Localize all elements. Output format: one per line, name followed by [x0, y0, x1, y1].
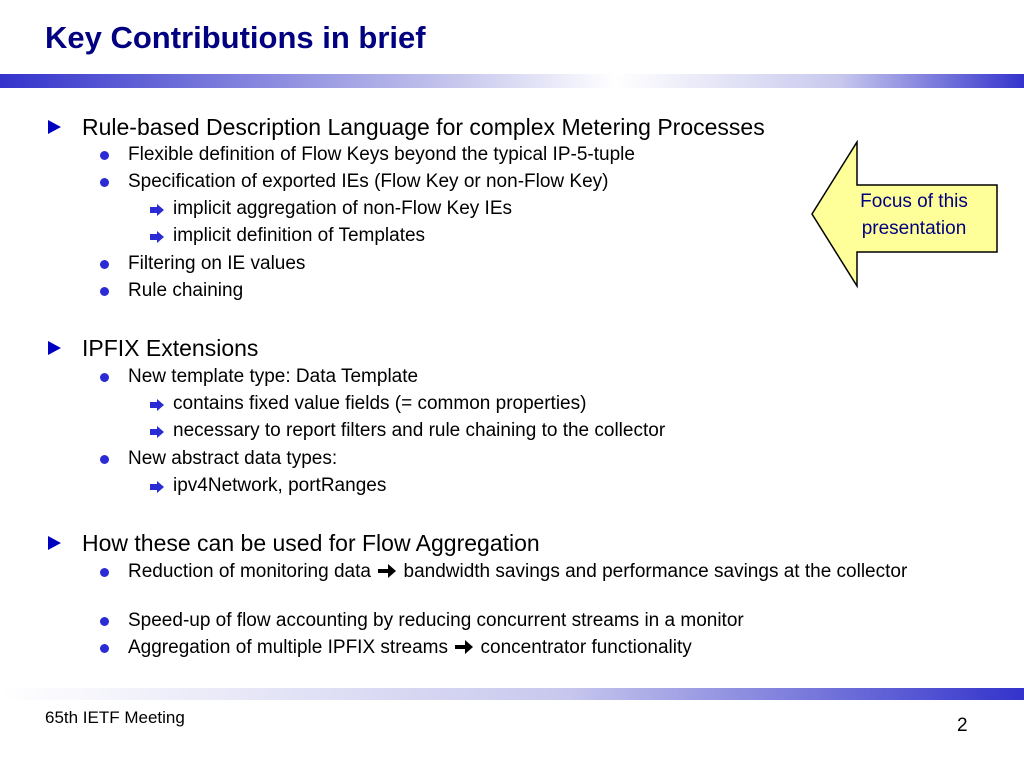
- right-arrow-icon: [378, 564, 397, 578]
- dot-bullet-icon: [100, 568, 109, 577]
- bullet-point: Filtering on IE values: [128, 253, 306, 274]
- dot-bullet-icon: [100, 287, 109, 296]
- bullet-point: Reduction of monitoring data bandwidth s…: [128, 561, 978, 582]
- arrow-bullet-icon: [150, 399, 164, 411]
- section-heading: How these can be used for Flow Aggregati…: [82, 530, 540, 556]
- section-heading: Rule-based Description Language for comp…: [82, 114, 765, 140]
- dot-bullet-icon: [100, 644, 109, 653]
- bullet-point: New abstract data types:: [128, 448, 338, 469]
- callout-left-arrow-shape: [811, 140, 998, 289]
- dot-bullet-icon: [100, 373, 109, 382]
- title-gradient-bar: [0, 74, 1024, 88]
- callout-label: Focus of this presentation: [830, 188, 998, 242]
- page-number: 2: [957, 715, 968, 736]
- footer-meeting-label: 65th IETF Meeting: [45, 708, 185, 727]
- arrow-bullet-icon: [150, 231, 164, 243]
- bullet-text: concentrator functionality: [480, 637, 692, 658]
- triangle-bullet-icon: [48, 120, 61, 134]
- dot-bullet-icon: [100, 151, 109, 160]
- footer-gradient-bar: [0, 688, 1024, 700]
- right-arrow-icon: [455, 640, 474, 654]
- callout-line: Focus of this: [860, 191, 968, 212]
- sub-bullet-point: necessary to report filters and rule cha…: [173, 420, 666, 441]
- callout-line: presentation: [861, 218, 967, 239]
- dot-bullet-icon: [100, 260, 109, 269]
- bullet-point: Aggregation of multiple IPFIX streams co…: [128, 637, 692, 659]
- bullet-point: Specification of exported IEs (Flow Key …: [128, 171, 609, 192]
- bullet-text: Reduction of monitoring data: [128, 561, 371, 582]
- bullet-text: bandwidth savings and performance saving…: [403, 561, 908, 582]
- arrow-bullet-icon: [150, 426, 164, 438]
- dot-bullet-icon: [100, 617, 109, 626]
- triangle-bullet-icon: [48, 536, 61, 550]
- triangle-bullet-icon: [48, 341, 61, 355]
- bullet-point: Rule chaining: [128, 280, 244, 301]
- dot-bullet-icon: [100, 178, 109, 187]
- bullet-point: Speed-up of flow accounting by reducing …: [128, 610, 744, 631]
- bullet-text: Aggregation of multiple IPFIX streams: [128, 637, 448, 658]
- bullet-point: Flexible definition of Flow Keys beyond …: [128, 144, 635, 165]
- sub-bullet-point: implicit aggregation of non-Flow Key IEs: [173, 198, 512, 219]
- section-heading: IPFIX Extensions: [82, 335, 259, 361]
- sub-bullet-point: ipv4Network, portRanges: [173, 475, 387, 496]
- sub-bullet-point: contains fixed value fields (= common pr…: [173, 393, 587, 414]
- arrow-bullet-icon: [150, 204, 164, 216]
- arrow-bullet-icon: [150, 481, 164, 493]
- bullet-point: New template type: Data Template: [128, 366, 419, 387]
- dot-bullet-icon: [100, 455, 109, 464]
- sub-bullet-point: implicit definition of Templates: [173, 225, 426, 246]
- slide-title: Key Contributions in brief: [45, 20, 426, 55]
